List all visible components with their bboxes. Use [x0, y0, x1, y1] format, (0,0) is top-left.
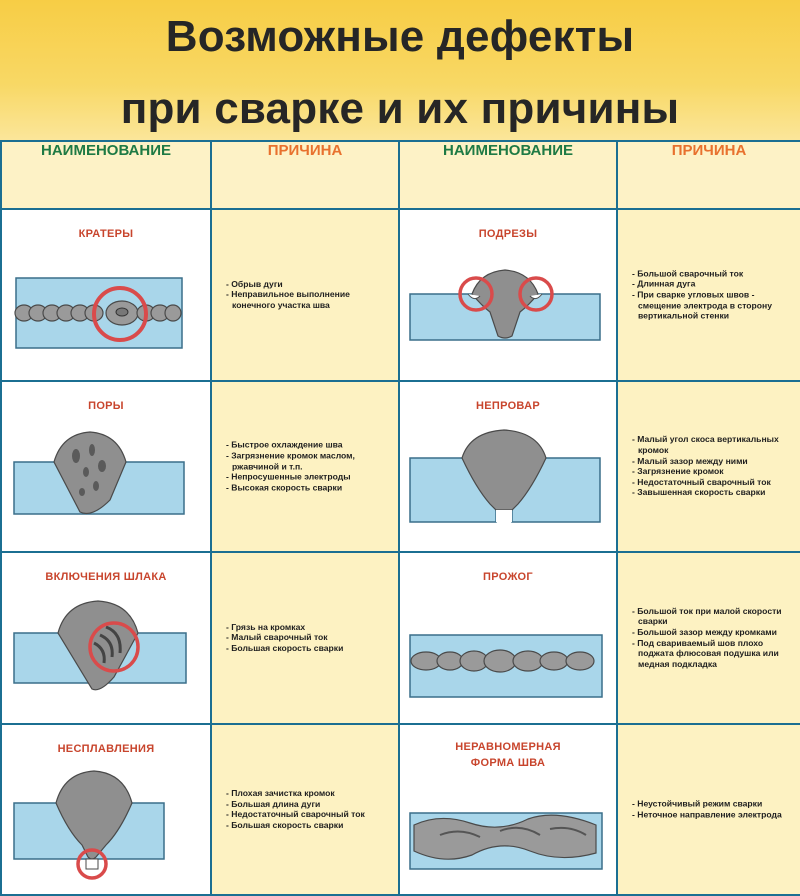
column-header-name: НАИМЕНОВАНИЕ [0, 139, 212, 211]
table-row: НЕСПЛАВЛЕНИЯ Плохая зачистка кромок Боль… [0, 722, 800, 896]
lack-of-fusion-icon [13, 769, 165, 880]
page-title-line-1: Возможные дефекты [165, 12, 635, 61]
reason-item: Загрязнение кромок маслом, ржавчиной и т… [226, 450, 392, 471]
column-header-reason-label: ПРИЧИНА [671, 142, 747, 159]
defect-cell-craters: КРАТЕРЫ [0, 208, 212, 382]
reasons-list: Плохая зачистка кромок Большая длина дуг… [212, 788, 398, 830]
defect-cell-burn-through: ПРОЖОГ [398, 551, 618, 725]
defect-name: КРАТЕРЫ [78, 228, 134, 241]
defect-name: НЕСПЛАВЛЕНИЯ [57, 742, 155, 755]
reason-item: Большой зазор между кромками [632, 627, 794, 638]
reason-item: Малый зазор между ними [632, 456, 794, 467]
reasons-list: Быстрое охлаждение шва Загрязнение кромо… [212, 440, 398, 493]
reasons-list: Большой сварочный ток Длинная дуга При с… [618, 268, 800, 321]
reason-item: Непросушенные электроды [226, 472, 392, 483]
reason-item: Большой ток при малой скорости сварки [632, 606, 794, 627]
defect-name-line-2: ФОРМА ШВА [470, 756, 546, 769]
defect-cell-uneven-weld: НЕРАВНОМЕРНАЯ ФОРМА ШВА [398, 722, 618, 896]
reasons-list: Большой ток при малой скорости сварки Бо… [618, 606, 800, 670]
defect-name: НЕРАВНОМЕРНАЯ ФОРМА ШВА [400, 739, 616, 771]
defect-name: ПОДРЕЗЫ [478, 228, 538, 241]
reasons-cell: Большой сварочный ток Длинная дуга При с… [616, 208, 800, 382]
lack-of-penetration-icon [409, 429, 601, 523]
burn-through-icon [409, 634, 603, 698]
reasons-cell: Обрыв дуги Неправильное выполнение конеч… [210, 208, 400, 382]
reason-item: Обрыв дуги [226, 279, 392, 290]
reason-item: Большой сварочный ток [632, 268, 794, 279]
defect-name: НЕПРОВАР [475, 399, 540, 412]
defect-name-line-1: НЕРАВНОМЕРНАЯ [455, 740, 561, 753]
defects-table: НАИМЕНОВАНИЕ ПРИЧИНА НАИМЕНОВАНИЕ ПРИЧИН… [0, 139, 800, 896]
reason-item: Завышенная скорость сварки [632, 488, 794, 499]
reason-item: Под свариваемый шов плохо поджата флюсов… [632, 638, 794, 670]
column-header-reason-label: ПРИЧИНА [267, 142, 343, 159]
column-header-name-label: НАИМЕНОВАНИЕ [443, 142, 573, 159]
reason-item: Малый сварочный ток [226, 633, 392, 644]
page-title-line-2: при сварке и их причины [120, 84, 680, 133]
reason-item: Малый угол скоса вертикальных кромок [632, 435, 794, 456]
reason-item: Грязь на кромках [226, 622, 392, 633]
uneven-weld-icon [409, 811, 603, 870]
reason-item: Неточное направление электрода [632, 809, 794, 820]
defect-cell-lack-of-fusion: НЕСПЛАВЛЕНИЯ [0, 722, 212, 896]
reason-item: Большая скорость сварки [226, 643, 392, 654]
undercut-defect-icon [409, 269, 601, 341]
reasons-cell: Малый угол скоса вертикальных кромок Мал… [616, 379, 800, 554]
reason-item: Недостаточный сварочный ток [226, 809, 392, 820]
reason-item: Большая длина дуги [226, 799, 392, 810]
column-header-reason: ПРИЧИНА [616, 139, 800, 211]
reasons-list: Обрыв дуги Неправильное выполнение конеч… [212, 279, 398, 311]
reason-item: Высокая скорость сварки [226, 482, 392, 493]
reason-item: Длинная дуга [632, 279, 794, 290]
defect-cell-slag-inclusions: ВКЛЮЧЕНИЯ ШЛАКА [0, 551, 212, 725]
defect-cell-undercuts: ПОДРЕЗЫ [398, 208, 618, 382]
reasons-list: Неустойчивый режим сварки Неточное напра… [618, 799, 800, 820]
reason-item: Неустойчивый режим сварки [632, 799, 794, 810]
reason-item: При сварке угловых швов - смещение элект… [632, 290, 794, 322]
reason-item: Недостаточный сварочный ток [632, 477, 794, 488]
reason-item: Неправильное выполнение конечного участк… [226, 290, 392, 311]
crater-defect-icon [14, 277, 183, 349]
defect-cell-lack-of-penetration: НЕПРОВАР [398, 379, 618, 554]
defect-cell-pores: ПОРЫ [0, 379, 212, 554]
table-row: ВКЛЮЧЕНИЯ ШЛАКА Грязь на кромках Малый с… [0, 551, 800, 725]
reasons-list: Грязь на кромках Малый сварочный ток Бол… [212, 622, 398, 654]
pores-defect-icon [13, 431, 185, 515]
reasons-cell: Большой ток при малой скорости сварки Бо… [616, 551, 800, 725]
defect-name: ВКЛЮЧЕНИЯ ШЛАКА [45, 571, 167, 584]
slag-inclusion-icon [13, 600, 187, 691]
column-header-name-label: НАИМЕНОВАНИЕ [41, 142, 171, 159]
table-header-row: НАИМЕНОВАНИЕ ПРИЧИНА НАИМЕНОВАНИЕ ПРИЧИН… [0, 139, 800, 211]
reasons-cell: Грязь на кромках Малый сварочный ток Бол… [210, 551, 400, 725]
reason-item: Плохая зачистка кромок [226, 788, 392, 799]
reasons-list: Малый угол скоса вертикальных кромок Мал… [618, 435, 800, 499]
reason-item: Загрязнение кромок [632, 466, 794, 477]
defect-name: ПОРЫ [88, 399, 124, 412]
table-row: ПОРЫ Быстрое охлаждение шва Загрязнение … [0, 379, 800, 554]
column-header-reason: ПРИЧИНА [210, 139, 400, 211]
defect-name: ПРОЖОГ [483, 571, 533, 584]
table-row: КРАТЕРЫ [0, 208, 800, 382]
reasons-cell: Быстрое охлаждение шва Загрязнение кромо… [210, 379, 400, 554]
reasons-cell: Плохая зачистка кромок Большая длина дуг… [210, 722, 400, 896]
title-banner: Возможные дефекты при сварке и их причин… [0, 0, 800, 140]
column-header-name: НАИМЕНОВАНИЕ [398, 139, 618, 211]
reasons-cell: Неустойчивый режим сварки Неточное напра… [616, 722, 800, 896]
reason-item: Быстрое охлаждение шва [226, 440, 392, 451]
reason-item: Большая скорость сварки [226, 820, 392, 831]
